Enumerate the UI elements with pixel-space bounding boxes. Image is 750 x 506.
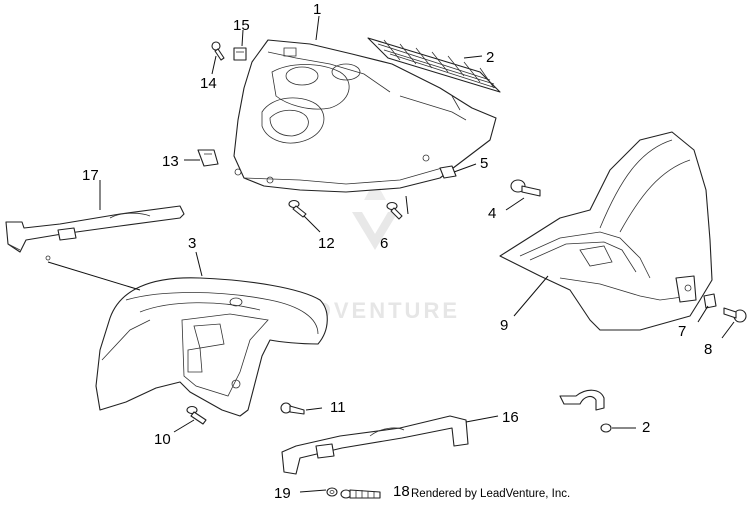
callout-8: 8 [704,341,712,358]
callout-18: 18 [393,483,410,500]
part-screw-4 [510,179,541,197]
callout-15: 15 [233,17,250,34]
callout-2b: 2 [642,419,650,436]
part-washer-19 [326,487,338,497]
callout-7: 7 [678,323,686,340]
callout-17: 17 [82,167,99,184]
render-credit: Rendered by LeadVenture, Inc. [411,488,570,500]
part-screw-clamp [600,423,612,433]
callout-6: 6 [380,235,388,252]
callout-3: 3 [188,235,196,252]
part-screw-8 [723,307,747,323]
callout-13: 13 [162,153,179,170]
part-screw-10 [186,405,207,425]
part-screw-14 [211,41,225,61]
part-clip-7 [703,293,717,309]
part-inner-shield [233,39,497,193]
part-bolt-18 [340,489,381,499]
callouts: 1 2 15 14 13 5 17 4 12 6 3 9 7 8 11 10 1… [82,1,712,502]
part-bracket-13 [197,149,219,167]
part-mesh-grille [367,37,501,93]
callout-2: 2 [486,49,494,66]
callout-5: 5 [480,155,488,172]
part-screw-11 [280,402,305,415]
callout-4: 4 [488,205,496,222]
part-clamp-2 [559,389,605,411]
callout-14: 14 [200,75,217,92]
callout-1: 1 [313,1,321,18]
callout-16: 16 [502,409,519,426]
callout-10: 10 [154,431,171,448]
part-rear-fender [499,131,713,331]
callout-9: 9 [500,317,508,334]
leader-lines [47,15,735,493]
part-clip-15 [233,47,247,61]
part-bracket-16 [281,415,469,475]
part-front-fender [95,277,328,417]
part-screw-12 [288,199,307,218]
callout-19: 19 [274,485,291,502]
part-clip-5 [439,165,457,179]
part-bracket-17 [5,205,185,261]
callout-11: 11 [330,399,346,416]
part-screw-6 [386,195,409,220]
callout-12: 12 [318,235,335,252]
